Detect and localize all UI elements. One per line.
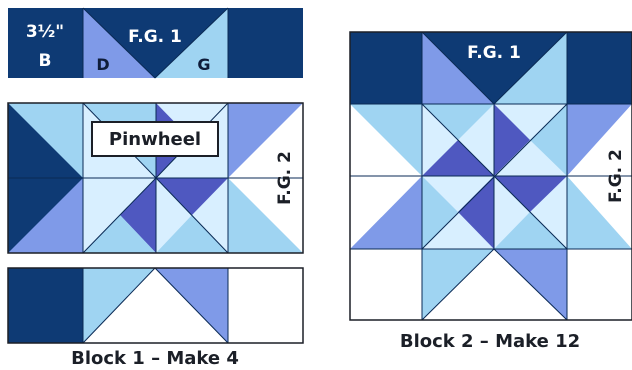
pinwheel-blade — [422, 140, 494, 176]
seam — [493, 248, 568, 321]
pinwheel-blade — [83, 215, 156, 253]
pinwheel-blade — [494, 104, 530, 176]
unit-label: 3½" — [26, 22, 64, 42]
pinwheel-blade — [422, 104, 494, 140]
white-corner-bottom-left — [350, 249, 422, 320]
right-fg-top-triangle — [228, 103, 303, 178]
seam — [82, 7, 156, 79]
seam — [155, 177, 229, 254]
pinwheel-blade — [458, 176, 494, 249]
seam — [154, 7, 229, 79]
left-fg-bottom-triangle — [8, 178, 83, 253]
bottom-row-border — [7, 267, 304, 344]
right-fg-bottom-triangle — [228, 178, 303, 253]
left-fg-bottom-triangle — [350, 176, 422, 249]
right-fg-bottom-triangle — [567, 176, 632, 249]
pinwheel-blade — [156, 178, 228, 215]
fg2-label: F.G. 2 — [275, 151, 295, 205]
pinwheel-blade — [494, 176, 567, 212]
block-1-top-row: 3½" B F.G. 1 D G — [8, 7, 303, 79]
seam — [154, 267, 229, 344]
fg1-label: F.G. 1 — [467, 43, 521, 63]
block-1-caption: Block 1 – Make 4 — [71, 348, 239, 369]
block-2-border — [349, 31, 632, 321]
pinwheel-label: Pinwheel — [109, 129, 201, 150]
navy-square-right — [228, 8, 303, 78]
fg2-label: F.G. 2 — [606, 149, 626, 203]
piece-b-label: B — [39, 51, 52, 71]
seam — [82, 267, 156, 344]
pinwheel-label-box — [91, 121, 219, 157]
pinwheel-blade — [422, 176, 458, 249]
left-fg-top-triangle — [8, 103, 83, 178]
white-corner-bottom-right — [567, 249, 632, 320]
left-fg-top-triangle — [350, 104, 422, 176]
white-square-bottom — [228, 268, 303, 343]
seam — [421, 31, 495, 105]
block-1-middle-section: Pinwheel F.G. 2 — [7, 102, 304, 254]
middle-section-border — [7, 102, 304, 254]
seam — [421, 248, 495, 321]
right-fg-top-triangle — [567, 104, 632, 176]
block-2-caption: Block 2 – Make 12 — [400, 331, 580, 352]
seam — [493, 31, 568, 105]
block-1: 3½" B F.G. 1 D G — [7, 7, 304, 369]
pinwheel-blade — [530, 104, 567, 176]
piece-g-label: G — [197, 55, 210, 74]
navy-corner-top-left — [350, 32, 422, 104]
seam — [82, 177, 157, 254]
pinwheel-blade — [120, 178, 156, 253]
navy-square-bottom — [8, 268, 83, 343]
fg1-label: F.G. 1 — [128, 27, 182, 47]
piece-d-label: D — [96, 55, 109, 74]
pinwheel-blade — [494, 212, 567, 249]
block-2: F.G. 1 F.G. 2 Block 2 – Make 12 — [349, 31, 632, 352]
navy-square-left — [8, 8, 83, 78]
seam — [421, 103, 568, 250]
block-1-bottom-row — [7, 267, 304, 344]
pinwheel-blade — [156, 215, 228, 253]
navy-corner-top-right — [567, 32, 632, 104]
